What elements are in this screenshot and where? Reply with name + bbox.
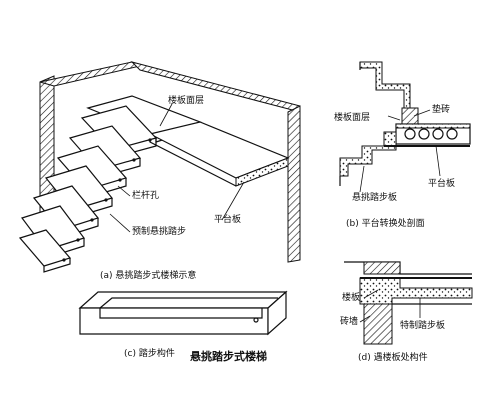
steps <box>18 105 158 273</box>
caption-c: (c) 踏步构件 <box>124 347 175 359</box>
railing-hole <box>118 178 122 182</box>
railing-hole <box>253 317 259 323</box>
caption-b: (b) 平台转换处剖面 <box>346 217 425 229</box>
label-pad-brick: 垫砖 <box>432 103 450 115</box>
lower-step-profile <box>339 131 397 177</box>
label-floor-surface-a: 楼板面层 <box>168 94 204 106</box>
railing-hole <box>62 258 66 262</box>
railing-hole <box>132 158 136 162</box>
label-railing-hole: 栏杆孔 <box>132 189 159 201</box>
label-brick-wall: 砖墙 <box>340 315 358 327</box>
railing-hole <box>148 138 152 142</box>
panel-b: 垫砖 楼板面层 悬挑踏步板 平台板 (b) 平台转换处剖面 <box>334 61 471 229</box>
panel-d: 楼板 砖墙 特制踏步板 (d) 遇楼板处构件 <box>340 261 473 363</box>
panel-c: (c) 踏步构件 <box>78 290 288 359</box>
label-landing-a: 平台板 <box>214 213 241 225</box>
label-precast-step: 预制悬挑踏步 <box>132 225 186 237</box>
caption-a: (a) 悬挑踏步式楼梯示意 <box>100 269 196 281</box>
label-landing-b: 平台板 <box>428 177 455 189</box>
label-special-step: 特制踏步板 <box>400 319 445 331</box>
railing-hole <box>90 218 94 222</box>
landing-plate-edge <box>235 157 289 187</box>
railing-hole <box>104 198 108 202</box>
step-component <box>78 291 288 309</box>
back-wall-top <box>39 61 142 87</box>
panel-a: 楼板面层 栏杆孔 预制悬挑踏步 平台板 (a) 悬挑踏步式楼梯示意 <box>18 61 301 281</box>
figure-title: 悬挑踏步式楼梯 <box>189 349 267 363</box>
pad-brick <box>401 107 419 125</box>
floor-slab-d <box>363 261 401 275</box>
side-wall <box>287 105 301 263</box>
caption-d: (d) 遇楼板处构件 <box>358 351 428 363</box>
label-step-board: 悬挑踏步板 <box>352 191 397 203</box>
brick-wall <box>363 303 393 345</box>
label-floor-slab: 楼板 <box>342 291 360 303</box>
upper-step-profile <box>359 61 411 109</box>
label-floor-surface-b: 楼板面层 <box>334 111 370 123</box>
back-wall-right-slope <box>130 61 301 113</box>
railing-hole <box>76 238 80 242</box>
